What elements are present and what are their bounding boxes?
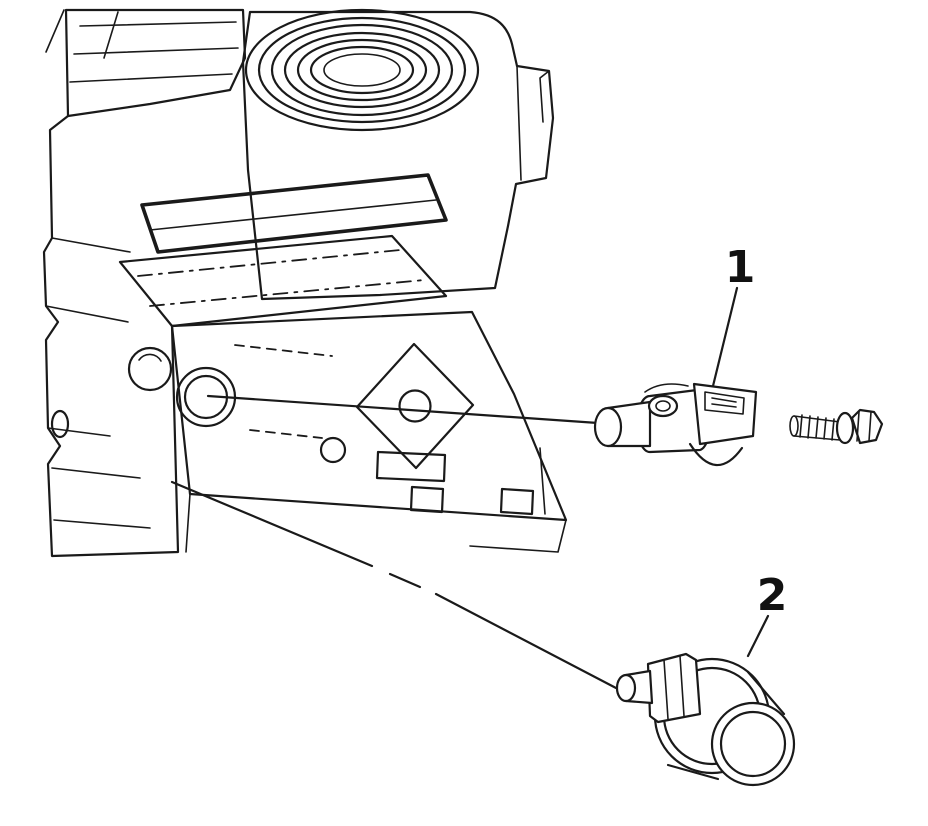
sensor-1	[593, 382, 758, 467]
cylinder-bore-rings	[244, 8, 480, 132]
mounting-bolt	[789, 408, 884, 445]
engine-block	[42, 8, 568, 558]
callout-1-label: 1	[725, 242, 756, 293]
sensor-boss	[355, 342, 475, 470]
block-left-column	[42, 114, 180, 558]
leader-line-2	[170, 480, 618, 690]
bore-housing	[241, 10, 555, 301]
leader-line-1	[206, 394, 600, 425]
block-upper-left	[45, 8, 247, 118]
callout-1: 1	[711, 242, 756, 388]
callout-2-label: 2	[757, 570, 788, 621]
sensor-2	[615, 652, 796, 787]
lower-web	[170, 310, 568, 553]
upper-flange	[140, 173, 448, 254]
callout-2: 2	[746, 570, 788, 658]
mounting-bracket	[118, 234, 448, 328]
